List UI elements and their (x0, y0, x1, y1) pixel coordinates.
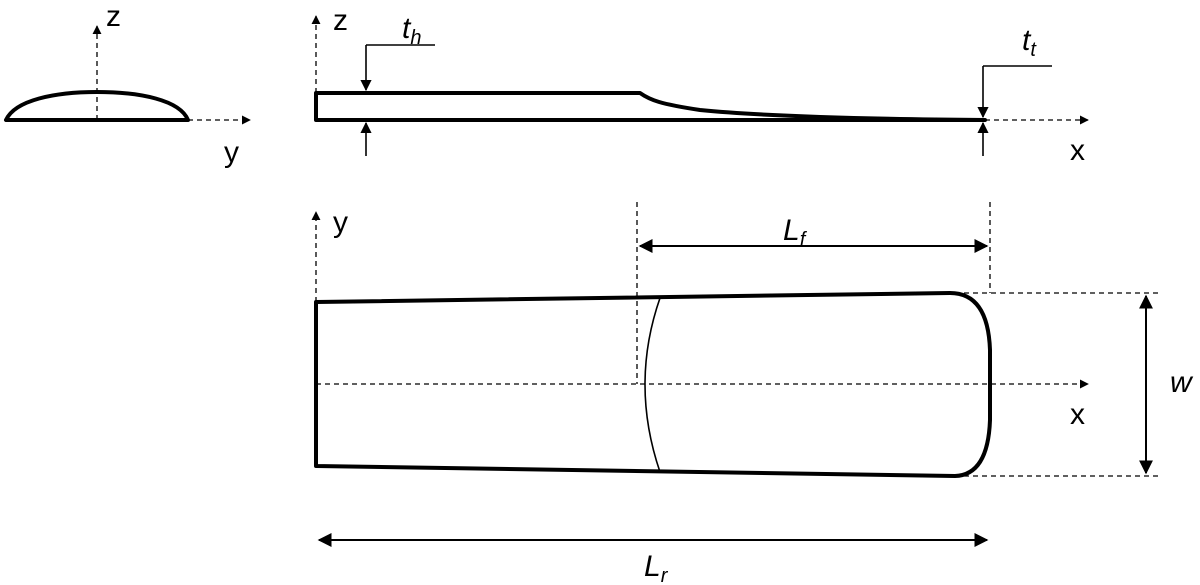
top-view: y x Lf w Lr (311, 202, 1194, 585)
front-y-label: y (224, 136, 239, 169)
lf-label: Lf (783, 214, 808, 251)
tip-transition-curve (644, 297, 661, 473)
side-profile-outline (314, 91, 987, 122)
top-x-label: x (1070, 398, 1085, 431)
side-z-label: z (333, 4, 348, 37)
top-y-label: y (333, 206, 348, 239)
side-x-label: x (1070, 134, 1085, 167)
front-z-label: z (106, 0, 121, 33)
w-label: w (1170, 366, 1194, 399)
side-view: z x th tt (311, 4, 1089, 167)
front-view: z y (4, 0, 251, 169)
tt-label: tt (1022, 24, 1037, 61)
planform-outline (314, 291, 992, 478)
th-label: th (402, 12, 421, 49)
lr-label: Lr (644, 550, 669, 585)
